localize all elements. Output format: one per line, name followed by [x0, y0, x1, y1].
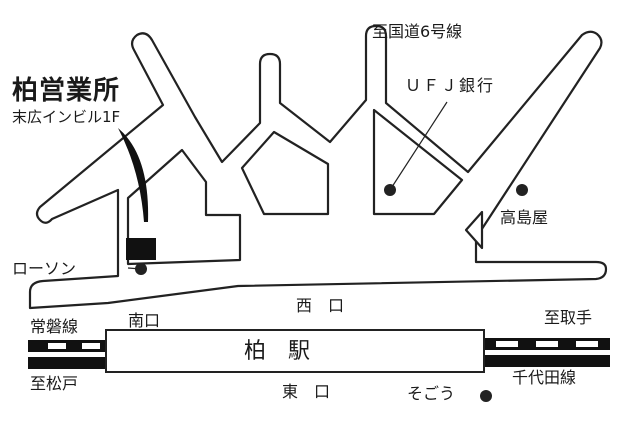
label-to-toride: 至取手 [544, 308, 593, 327]
block-east [464, 210, 484, 250]
label-takashimaya: 高島屋 [500, 208, 549, 227]
station-building [105, 329, 485, 373]
station-name: 柏 駅 [244, 339, 311, 364]
ufj-dot [384, 184, 396, 196]
office-name: 柏営業所 [12, 76, 121, 106]
label-chiyoda: 千代田線 [512, 368, 577, 387]
label-west-exit: 西 口 [296, 296, 345, 315]
block-west [126, 148, 242, 266]
label-south-exit: 南口 [128, 311, 161, 330]
office-building: 末広インビル1F [12, 108, 121, 126]
office-pointer [118, 128, 149, 222]
label-joban: 常磐線 [30, 317, 79, 336]
office-marker [126, 238, 156, 260]
label-route6: 至国道6号線 [372, 22, 463, 41]
block-center [240, 130, 330, 216]
label-east-exit: 東 口 [282, 382, 331, 401]
sogo-dot [480, 390, 492, 402]
railway-west [28, 340, 110, 369]
label-sogo: そごう [407, 384, 456, 403]
label-ufj: ＵＦＪ銀行 [405, 76, 496, 95]
railway-east [480, 338, 610, 367]
block-ufj [372, 108, 464, 216]
label-to-matsudo: 至松戸 [30, 374, 79, 393]
label-lawson: ローソン [12, 259, 77, 278]
takashimaya-dot [516, 184, 528, 196]
